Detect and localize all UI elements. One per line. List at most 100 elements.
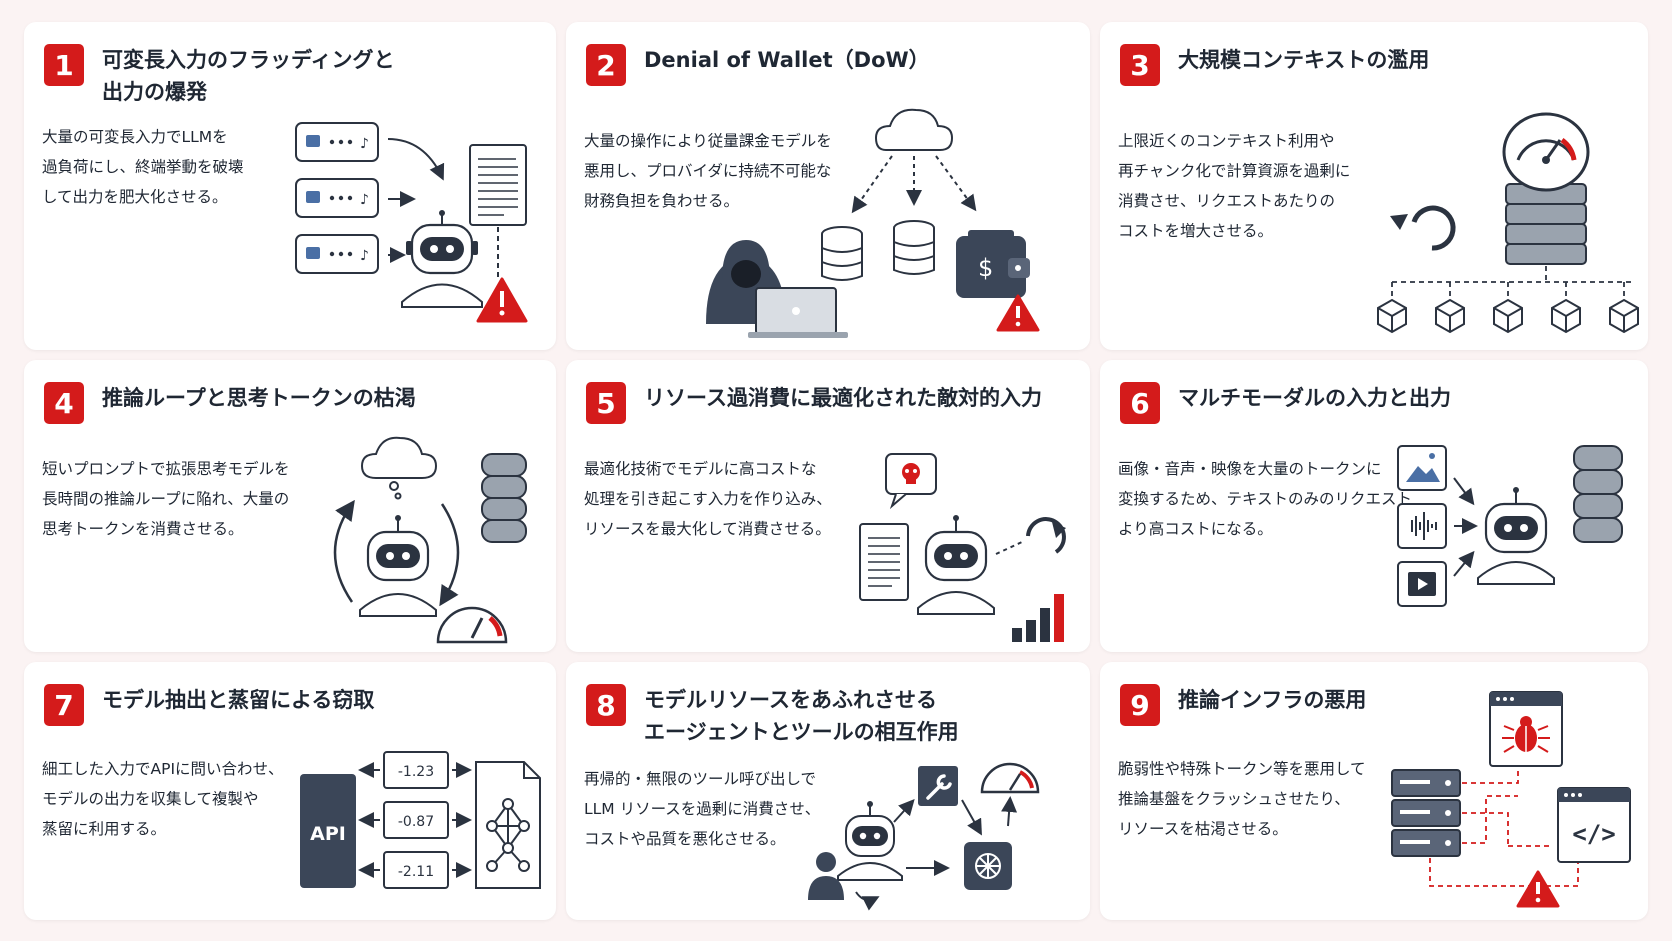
card-number-badge: 4 [44, 382, 84, 424]
desc-line: 長時間の推論ループに陥れ、大量の [42, 490, 290, 508]
svg-text:♪: ♪ [360, 248, 369, 264]
desc-line: 財務負担を負わせる。 [584, 192, 740, 210]
desc-line: して出力を肥大化させる。 [42, 188, 228, 206]
card-number-badge: 8 [586, 684, 626, 726]
document-icon [859, 523, 909, 601]
warning-icon [476, 277, 528, 323]
api-box: API [300, 774, 356, 888]
skull-bubble-icon [885, 453, 937, 510]
desc-line: 大量の可変長入力でLLMを [42, 128, 228, 146]
value-box: -1.23 [383, 751, 449, 789]
message-bubble-icon: ♪ [295, 122, 379, 162]
card-title-line: エージェントとツールの相互作用 [644, 720, 959, 744]
card-description: 最適化技術でモデルに高コストな 処理を引き起こす入力を作り込み、 リソースを最大… [584, 454, 832, 544]
card-title-line: モデルリソースをあふれさせる [644, 688, 937, 712]
user-icon [808, 852, 844, 900]
card-3: 3 大規模コンテキストの濫用 上限近くのコンテキスト利用や 再チャンク化で計算資… [1100, 22, 1648, 350]
card-title-line: 推論インフラの悪用 [1178, 688, 1367, 712]
desc-line: モデルの出力を収集して複製や [42, 790, 259, 808]
desc-line: より高コストになる。 [1118, 520, 1273, 538]
card-5: 5 リソース過消費に最適化された敵対的入力 最適化技術でモデルに高コストな 処理… [566, 360, 1090, 652]
card-number-badge: 1 [44, 44, 84, 86]
thought-cloud-icon [360, 436, 438, 500]
output-value: -0.87 [398, 814, 434, 830]
image-icon [1397, 445, 1447, 491]
database-icon [1573, 445, 1623, 543]
denial-of-wallet-illustration: $ [706, 108, 1040, 338]
desc-line: 脆弱性や特殊トークン等を悪用して [1118, 760, 1366, 778]
card-number-badge: 9 [1120, 684, 1160, 726]
refresh-icon [1026, 517, 1066, 554]
desc-line: 再帰的・無限のツール呼び出しで [584, 770, 817, 788]
card-6: 6 マルチモーダルの入力と出力 画像・音声・映像を大量のトークンに 変換するため… [1100, 360, 1648, 652]
database-stack-icon [1502, 112, 1590, 265]
network-node-icon [964, 842, 1012, 890]
api-label: API [310, 823, 346, 845]
desc-line: リソースを枯渇させる。 [1118, 820, 1288, 838]
inference-infra-illustration: </> [1391, 691, 1631, 908]
card-title: マルチモーダルの入力と出力 [1178, 382, 1634, 414]
card-description: 画像・音声・映像を大量のトークンに 変換するため、テキストのみのリクエスト より… [1118, 454, 1412, 544]
warning-icon [996, 294, 1040, 332]
card-title-line: Denial of Wallet（DoW） [644, 48, 930, 72]
desc-line: 細工した入力でAPIに問い合わせ、 [42, 760, 284, 778]
cube-icon [1377, 298, 1407, 334]
card-title: 推論ループと思考トークンの枯渇 [102, 382, 542, 414]
flooding-illustration: ♪ ♪ ♪ [295, 122, 528, 323]
adversarial-input-illustration [859, 453, 1066, 642]
card-title: モデルリソースをあふれさせる エージェントとツールの相互作用 [644, 684, 1076, 748]
card-number-badge: 6 [1120, 382, 1160, 424]
desc-line: 上限近くのコンテキスト利用や [1118, 132, 1335, 150]
desc-line: 思考トークンを消費させる。 [42, 520, 244, 538]
desc-line: 蒸留に利用する。 [42, 820, 167, 838]
desc-line: 過負荷にし、終端挙動を破壊 [42, 158, 244, 176]
card-8: 8 モデルリソースをあふれさせる エージェントとツールの相互作用 再帰的・無限の… [566, 662, 1090, 920]
model-extraction-illustration: API -1.23 -0.87 -2.11 [300, 751, 541, 889]
document-icon [469, 144, 527, 226]
agent-tool-loop-illustration [808, 762, 1040, 911]
card-title-line: マルチモーダルの入力と出力 [1178, 386, 1451, 410]
card-7: 7 モデル抽出と蒸留による窃取 細工した入力でAPIに問い合わせ、 モデルの出力… [24, 662, 556, 920]
desc-line: 再チャンク化で計算資源を過剰に [1118, 162, 1351, 180]
refresh-icon [1390, 205, 1456, 251]
gauge-icon [980, 762, 1040, 794]
code-window-icon: </> [1557, 787, 1631, 863]
desc-line: コストを増大させる。 [1118, 222, 1274, 240]
card-description: 大量の可変長入力でLLMを 過負荷にし、終端挙動を破壊 して出力を肥大化させる。 [42, 122, 244, 212]
gauge-icon [436, 606, 508, 644]
robot-icon [917, 515, 995, 615]
database-icon [821, 226, 863, 281]
reasoning-loop-illustration [333, 436, 527, 644]
message-bubble-icon: ♪ [295, 234, 379, 274]
card-description: 細工した入力でAPIに問い合わせ、 モデルの出力を収集して複製や 蒸留に利用する… [42, 754, 284, 844]
neural-network-document-icon [475, 761, 541, 889]
card-number-badge: 7 [44, 684, 84, 726]
cloud-icon [874, 108, 954, 151]
card-description: 再帰的・無限のツール呼び出しで LLM リソースを過剰に消費させ、 コストや品質… [584, 764, 820, 854]
desc-line: 処理を引き起こす入力を作り込み、 [584, 490, 832, 508]
card-title-line: 出力の爆発 [102, 80, 207, 104]
desc-line: 大量の操作により従量課金モデルを [584, 132, 832, 150]
robot-icon [837, 801, 903, 881]
message-bubble-icon: ♪ [295, 178, 379, 218]
card-title: 可変長入力のフラッディングと 出力の爆発 [102, 44, 542, 108]
cube-icon [1609, 298, 1639, 334]
card-title: 大規模コンテキストの濫用 [1178, 44, 1634, 76]
card-title-line: 大規模コンテキストの濫用 [1178, 48, 1430, 72]
card-2: 2 Denial of Wallet（DoW） 大量の操作により従量課金モデルを… [566, 22, 1090, 350]
card-number-badge: 2 [586, 44, 626, 86]
desc-line: LLM リソースを過剰に消費させ、 [584, 800, 821, 818]
bug-window-icon [1489, 691, 1563, 767]
card-title: 推論インフラの悪用 [1178, 684, 1634, 716]
robot-icon [401, 210, 483, 308]
desc-line: 最適化技術でモデルに高コストな [584, 460, 817, 478]
card-4: 4 推論ループと思考トークンの枯渇 短いプロンプトで拡張思考モデルを 長時間の推… [24, 360, 556, 652]
database-icon [893, 220, 935, 275]
robot-icon [359, 515, 437, 617]
cube-icon [1551, 298, 1581, 334]
warning-icon [1516, 870, 1560, 908]
desc-line: 消費させ、リクエストあたりの [1118, 192, 1336, 210]
desc-line: コストや品質を悪化させる。 [584, 830, 786, 848]
desc-line: 短いプロンプトで拡張思考モデルを [42, 460, 290, 478]
desc-line: 画像・音声・映像を大量のトークンに [1118, 460, 1382, 478]
